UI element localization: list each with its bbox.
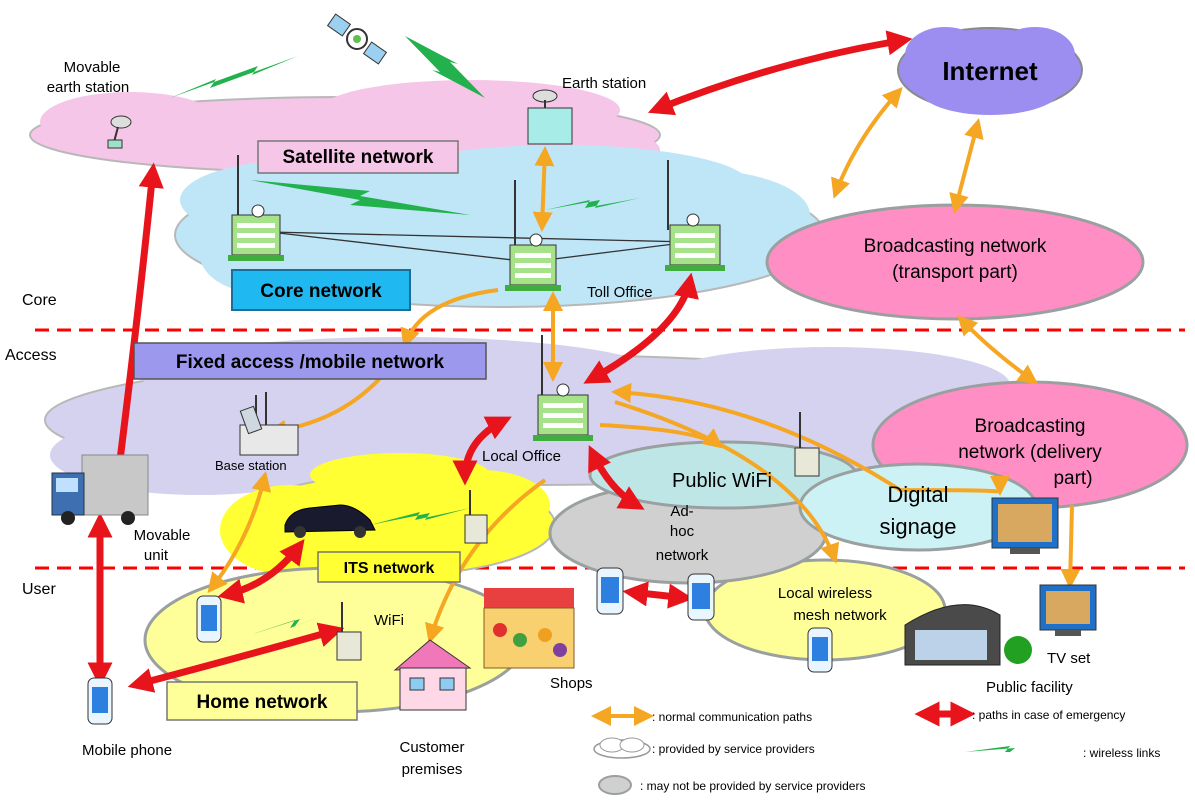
emergency-paths [87,30,913,693]
broadcasting-delivery-label-line2: network (delivery [958,442,1102,463]
wifi-access-point-icon [336,602,362,661]
base-station-label: Base station [215,458,287,473]
tier-user-label: User [22,581,56,598]
legend: : normal communication paths : paths in … [591,701,1160,795]
movable-unit-truck-icon [51,454,149,525]
wifi-label: WiFi [374,612,404,629]
legend-not-provided-label: : may not be provided by service provide… [640,779,865,793]
internet-cloud [897,27,1083,115]
legend-ellipse-swatch [598,775,632,795]
toll-office-building-icon [665,160,725,271]
broadcasting-transport-label-line1: Broadcasting network [864,236,1047,257]
tv-set-label: TV set [1047,650,1091,667]
internet-label: Internet [942,56,1038,86]
legend-wireless-label: : wireless links [1083,746,1160,760]
wifi-access-point-icon [794,412,820,477]
office-building-icon [228,155,284,261]
base-station-icon [239,392,299,456]
digital-signage-label-line2: signage [879,514,956,539]
toll-office-label: Toll Office [587,284,653,301]
home-network-label: Home network [197,692,328,713]
customer-premises-label-line1: Customer [399,739,464,756]
earth-station-label: Earth station [562,75,646,92]
movable-earth-station-label-line1: Movable [64,59,121,76]
police-car-icon [284,504,376,538]
movable-earth-station-icon [107,115,132,149]
local-office-building-icon [533,335,593,441]
mobile-phone-icon [807,627,833,673]
adhoc-label-line1: Ad- [670,503,693,520]
movable-earth-station-label-line2: earth station [47,79,130,96]
mobile-phone-icon [687,573,715,621]
wireless-links [170,36,1080,752]
satellite-icon [326,13,388,65]
public-facility-icon [904,604,1032,666]
public-wifi-label: Public WiFi [672,470,772,492]
its-network-label: ITS network [344,560,435,577]
legend-normal-paths-label: : normal communication paths [652,710,812,724]
legend-emergency-paths-label: : paths in case of emergency [972,708,1125,722]
core-links [269,231,691,263]
digital-signage-label-line1: Digital [887,482,948,507]
legend-provided-label: : provided by service providers [652,742,815,756]
office-building-icon [505,180,561,291]
adhoc-label-line3: network [656,547,709,564]
satellite-network-label: Satellite network [283,147,434,168]
customer-premises-house-icon [393,639,472,711]
tv-set-icon [1039,584,1097,636]
broadcasting-delivery-label-line3: part) [1053,468,1092,489]
customer-premises-label-line2: premises [402,761,463,778]
earth-station-icon [527,89,573,145]
wifi-access-point-icon [464,490,488,544]
mobile-phone-label: Mobile phone [82,742,172,759]
public-facility-label: Public facility [986,679,1073,696]
core-network-label: Core network [260,281,382,302]
broadcasting-delivery-label-line1: Broadcasting [975,416,1086,437]
legend-cloud-swatch [593,737,651,759]
tier-access-label: Access [5,347,57,364]
mobile-phone-icon [87,677,113,725]
movable-unit-label-line2: unit [144,547,169,564]
mesh-network-label-line1: Local wireless [778,585,872,602]
fixed-access-network-label: Fixed access /mobile network [176,352,445,373]
tier-core-label: Core [22,292,57,309]
shops-icon [483,588,575,669]
digital-signage-display-icon [991,497,1059,554]
mobile-phone-icon [596,567,624,615]
adhoc-label-line2: hoc [670,523,695,540]
shops-label: Shops [550,675,593,692]
mesh-network-label-line2: mesh network [793,607,887,624]
mobile-phone-icon [196,595,222,643]
movable-unit-label-line1: Movable [134,527,191,544]
broadcasting-transport-label-line2: (transport part) [892,262,1018,283]
local-office-label: Local Office [482,448,561,465]
